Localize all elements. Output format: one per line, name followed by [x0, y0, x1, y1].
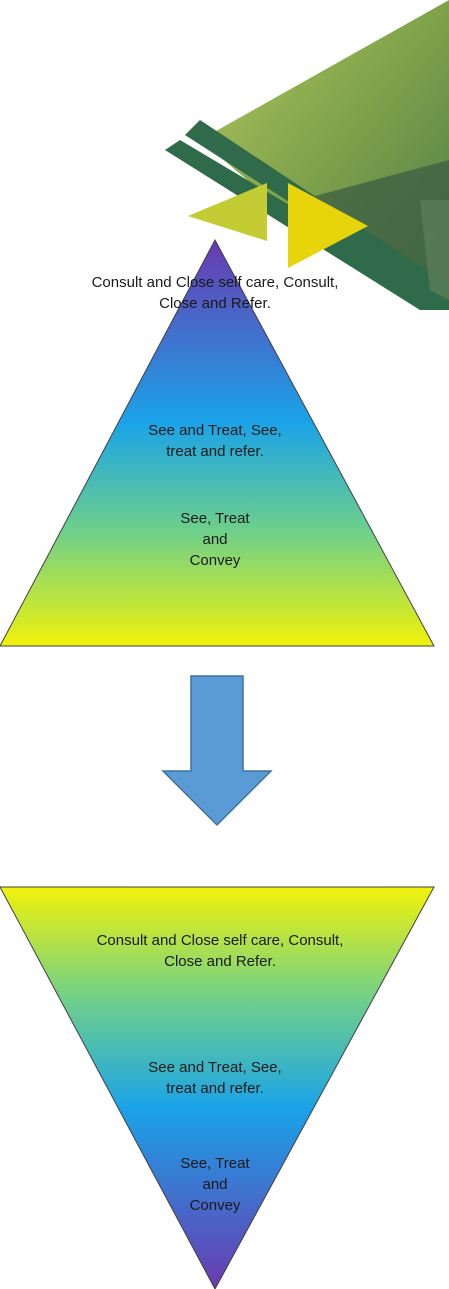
- top-tier2-label: See and Treat, See, treat and refer.: [148, 422, 282, 460]
- header-decoration: [165, 0, 449, 310]
- chevron-right-icon: [288, 183, 368, 268]
- bottom-tier3-label: See, Treat and Convey: [180, 1155, 250, 1214]
- top-tier1-label: Consult and Close self care, Consult, Cl…: [91, 274, 339, 312]
- photo-lower-strip: [420, 200, 449, 300]
- chevron-left-icon: [188, 183, 267, 241]
- arrow-down-icon: [161, 675, 273, 827]
- top-tier3-label: See, Treat and Convey: [180, 510, 250, 569]
- bottom-tier1-label: Consult and Close self care, Consult, Cl…: [96, 932, 344, 970]
- top-pyramid: [0, 238, 435, 647]
- bottom-tier2-label: See and Treat, See, treat and refer.: [148, 1059, 282, 1097]
- bottom-pyramid: [0, 886, 435, 1289]
